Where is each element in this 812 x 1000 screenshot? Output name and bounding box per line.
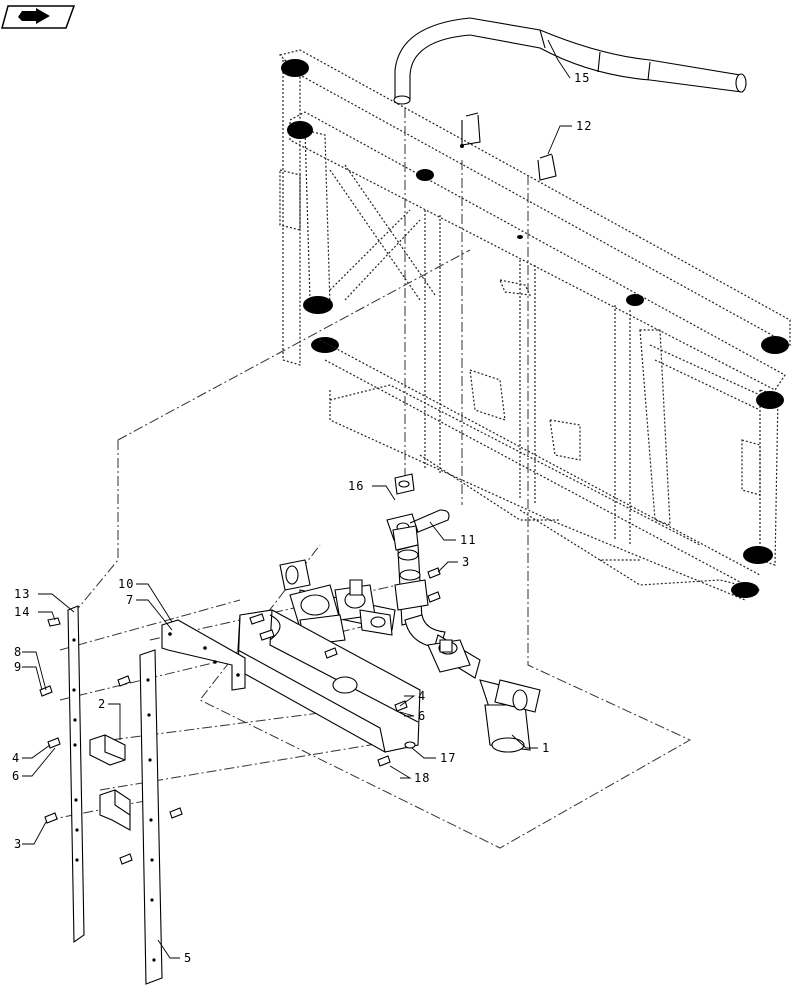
label-9: 9: [14, 660, 22, 674]
part-labels: 15 12 16 11 3 1 4 6 17 18 10 7 13 14 8 9…: [12, 71, 592, 965]
boom-center-frame: [278, 49, 791, 601]
u-bolt-part-11: [409, 509, 450, 533]
valve-manifold: [279, 544, 541, 753]
label-7: 7: [126, 593, 134, 607]
label-10: 10: [118, 577, 134, 591]
vertical-bar-part-5: [139, 649, 163, 985]
u-bolt-part-12b: [537, 153, 557, 181]
u-bolt-part-12a: [460, 112, 481, 148]
label-16: 16: [348, 479, 364, 493]
label-6-center: 6: [418, 709, 426, 723]
label-12: 12: [576, 119, 592, 133]
label-1: 1: [542, 741, 550, 755]
leader-lines: [22, 39, 572, 959]
hose-part-15: [393, 17, 747, 105]
label-6-left: 6: [12, 769, 20, 783]
bracket-part-2a: [89, 734, 126, 766]
label-11: 11: [460, 533, 476, 547]
label-17: 17: [440, 751, 456, 765]
clamp-part-16: [386, 473, 419, 551]
label-3-top: 3: [462, 555, 470, 569]
label-5: 5: [184, 951, 192, 965]
vertical-bar-part-13: [67, 605, 85, 944]
label-4-center: 4: [418, 689, 426, 703]
mounting-plate-part-17: [237, 609, 421, 753]
label-14: 14: [14, 605, 30, 619]
label-18: 18: [414, 771, 430, 785]
label-2: 2: [98, 697, 106, 711]
label-3-left: 3: [14, 837, 22, 851]
label-8: 8: [14, 645, 22, 659]
bracket-part-2b: [99, 789, 131, 831]
label-15: 15: [574, 71, 590, 85]
label-4-left: 4: [12, 751, 20, 765]
bracket-part-7: [161, 619, 246, 691]
label-13: 13: [14, 587, 30, 601]
bolts: [39, 567, 441, 865]
back-arrow-icon[interactable]: [1, 5, 76, 29]
